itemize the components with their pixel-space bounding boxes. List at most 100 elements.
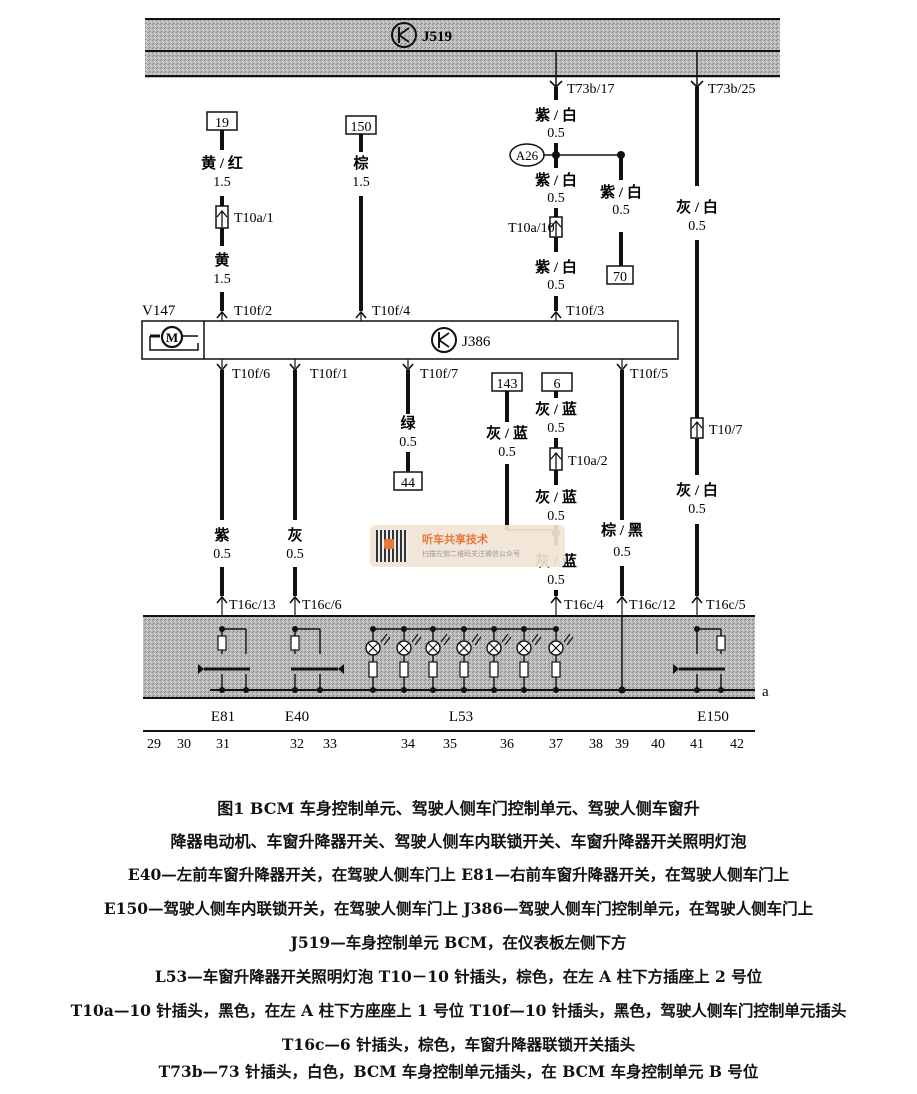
wire-t73b-25: T73b/25 灰 / 白 0.5 T10/7 灰 / 白 0.5 T16c/5 [676,51,755,616]
wire-color-label: 灰 / 白 [676,198,718,216]
grid-number: 38 [589,737,603,752]
ref-box-44: 44 [401,476,415,491]
legend-line7: T73b—73 针插头，白色，BCM 车身控制单元插头，在 BCM 车身控制单元… [158,1062,759,1081]
wire-color-label: 棕 [353,154,368,172]
wire-size-label: 1.5 [213,175,231,190]
wire-color-label: 灰 / 蓝 [535,400,577,418]
connector-label: T16c/5 [706,598,746,613]
splice-label: A26 [516,148,539,163]
ref-box-6: 6 [554,377,561,392]
bulb-icon [396,626,422,693]
connector-label: T10f/5 [630,367,668,382]
grid-number: 33 [323,737,337,752]
wire-size-label: 0.5 [688,219,706,234]
connector-label: T16c/12 [629,598,676,613]
grid-number: 34 [401,737,415,752]
ref-box-150: 150 [351,120,372,135]
component-label-e81: E81 [211,709,235,725]
wire-size-label: 0.5 [213,547,231,562]
connector-label: T10f/7 [420,367,458,382]
connector-label: T16c/13 [229,598,276,613]
door-control-unit: V147 M J386 [141,303,679,360]
bulb-icon [456,626,482,693]
component-label-e40: E40 [285,709,309,725]
bulb-icon [516,626,542,693]
grid-number: 39 [615,737,629,752]
wire-size-label: 1.5 [213,272,231,287]
wire-color-label: 黄 [214,251,229,269]
grid-number: 31 [216,737,230,752]
wire-t10f-6: T10f/6 紫 0.5 T16c/13 [213,359,276,616]
connector-label: T10/7 [709,423,742,438]
connector-label: T10a/1 [234,211,274,226]
wire-size-label: 0.5 [547,278,565,293]
wire-a26-t10a10: 紫 / 白 0.5 T10a/10 紫 / 白 0.5 T10f/3 [508,171,604,321]
grid-number: 35 [443,737,457,752]
wire-t10f-5: T10f/5 棕 / 黑 0.5 T16c/12 [601,359,676,616]
watermark-title: 听车共享技术 [422,533,488,546]
connector-label: T10f/3 [566,304,604,319]
grid-number: 40 [651,737,665,752]
wire-ref-150: 150 棕 1.5 T10f/4 [345,115,410,321]
wire-size-label: 0.5 [547,573,565,588]
connector-label: T16c/4 [564,598,604,613]
connector-label: T10f/2 [234,304,272,319]
wire-size-label: 0.5 [612,203,630,218]
legend-line5: T10a—10 针插头，黑色，在左 A 柱下方座座上 1 号位 T10f—10 … [70,1001,847,1020]
wire-color-label: 紫 / 白 [535,258,577,276]
wire-size-label: 0.5 [613,545,631,560]
legend-line3: J519—车身控制单元 BCM，在仪表板左侧下方 [290,933,627,952]
wire-ref-143: 143 灰 / 蓝 0.5 [486,372,556,531]
wire-color-label: 紫 / 白 [600,183,642,201]
connector-label: T73b/17 [567,82,614,97]
wire-color-label: 绿 [400,414,416,432]
wire-color-label: 灰 / 蓝 [535,488,577,506]
connector-label: T10f/4 [372,304,410,319]
figure-caption-line1: 图1 BCM 车身控制单元、驾驶人侧车门控制单元、驾驶人侧车窗升 [217,799,700,818]
wire-color-label: 灰 / 白 [676,481,718,499]
motor-label: V147 [142,303,176,319]
component-label-e150: E150 [697,709,729,725]
wire-color-label: 灰 / 蓝 [486,424,528,442]
wire-color-label: 黄 / 红 [201,154,243,172]
legend-line4: L53—车窗升降器开关照明灯泡 T10－10 针插头，棕色，在左 A 柱下方插座… [154,967,763,986]
window-switch-icon [290,626,344,693]
figure-caption-line2: 降器电动机、车窗升降器开关、驾驶人侧车内联锁开关、车窗升降器开关照明灯泡 [170,832,747,851]
window-switch-icon [673,626,726,693]
connector-label: T10f/1 [310,367,348,382]
wire-color-label: 紫 / 白 [535,106,577,124]
grid-number: 30 [177,737,191,752]
connector-icon [215,205,229,229]
ground-label: a [762,684,769,700]
wiring-diagram: J519 T73b/17 紫 / 白 0.5 A26 紫 / 白 0.5 70 … [141,18,780,752]
connector-label: T16c/6 [302,598,342,613]
grid-number: 37 [549,737,563,752]
wire-ref-19: 19 黄 / 红 1.5 T10a/1 黄 1.5 T10f/2 [201,111,274,321]
legend-line2: E150—驾驶人侧车内联锁开关，在驾驶人侧车门上 J386—驾驶人侧车门控制单元… [103,899,814,918]
wire-size-label: 1.5 [352,175,370,190]
bulb-icon [486,626,512,693]
splice-a26: A26 紫 / 白 0.5 70 [509,143,642,285]
logo-icon [384,539,394,549]
motor-icon: M [149,325,199,351]
wire-t10f-7: T10f/7 绿 0.5 44 [393,359,458,491]
connector-label: T10f/6 [232,367,270,382]
wire-size-label: 0.5 [498,445,516,460]
connector-icon [549,447,563,471]
grid-number: 41 [690,737,704,752]
watermark: 听车共享技术 扫描左侧二维码关注微信公众号 [370,525,565,567]
wire-t73b-17: T73b/17 紫 / 白 0.5 [535,51,614,168]
wire-color-label: 紫 [214,527,229,544]
bulb-icon [548,626,574,693]
ref-box-19: 19 [215,116,229,131]
grid-number: 32 [290,737,304,752]
connector-label: T10a/2 [568,454,608,469]
bulb-icon [425,626,451,693]
bcm-label: J519 [422,29,452,45]
bulb-icon [365,626,391,693]
wire-ref-6: 6 灰 / 蓝 0.5 T10a/2 灰 / 蓝 0.5 灰 / 蓝 0.5 T… [535,372,608,616]
grid-number: 42 [730,737,744,752]
watermark-subtitle: 扫描左侧二维码关注微信公众号 [422,550,520,558]
component-label-l53: L53 [449,709,473,725]
